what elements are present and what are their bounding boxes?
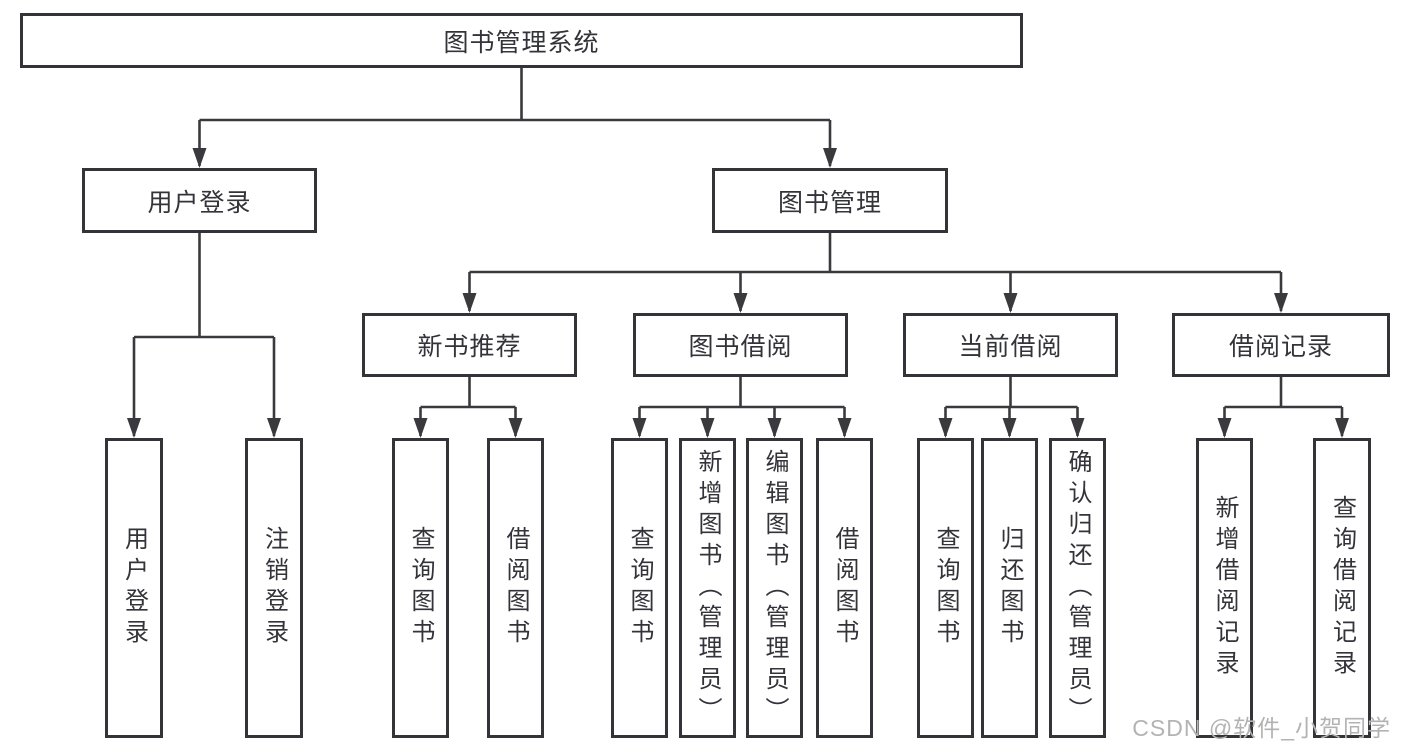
node-label: 新书推荐 — [417, 333, 522, 361]
node-label: 借阅图书 — [502, 526, 529, 650]
node-book-management: 图书管理 — [712, 168, 948, 233]
node-current-borrow: 当前借阅 — [903, 313, 1118, 377]
leaf-add-borrow-record: 新增借阅记录 — [1196, 438, 1253, 738]
leaf-confirm-return-admin: 确认归还（管理员） — [1049, 438, 1106, 738]
leaf-borrow-books: 借阅图书 — [816, 438, 873, 738]
node-label: 图书借阅 — [688, 333, 793, 361]
node-label: 图书管理系统 — [443, 28, 600, 57]
node-label: 当前借阅 — [958, 333, 1063, 361]
leaf-edit-books-admin: 编辑图书（管理员） — [746, 438, 803, 738]
node-label: 用户登录 — [120, 526, 148, 650]
node-user-login: 用户登录 — [82, 168, 317, 233]
node-label: 新增借阅记录 — [1211, 495, 1238, 681]
node-label: 新增图书（管理员） — [694, 448, 721, 728]
node-label: 查询图书 — [932, 526, 959, 650]
node-label: 注销登录 — [260, 526, 288, 650]
leaf-query-books-borrow: 查询图书 — [611, 438, 668, 738]
leaf-logout: 注销登录 — [245, 438, 303, 738]
node-library-management-system: 图书管理系统 — [20, 13, 1023, 68]
node-label: 查询借阅记录 — [1328, 495, 1356, 681]
node-label: 编辑图书（管理员） — [761, 448, 788, 728]
node-new-book-recommend: 新书推荐 — [362, 313, 577, 377]
node-label: 归还图书 — [996, 526, 1023, 650]
node-book-borrow: 图书借阅 — [633, 313, 848, 377]
csdn-watermark: CSDN @软件_小贺同学 — [1132, 715, 1391, 741]
leaf-query-books-current: 查询图书 — [917, 438, 974, 738]
leaf-query-borrow-record: 查询借阅记录 — [1313, 438, 1371, 738]
node-borrow-record: 借阅记录 — [1172, 313, 1390, 377]
node-label: 借阅记录 — [1228, 333, 1333, 361]
node-label: 图书管理 — [777, 188, 882, 217]
node-label: 查询图书 — [407, 526, 434, 650]
leaf-borrow-books-recommend: 借阅图书 — [487, 438, 544, 738]
leaf-query-books-recommend: 查询图书 — [392, 438, 449, 738]
node-label: 确认归还（管理员） — [1064, 448, 1091, 728]
leaf-add-books-admin: 新增图书（管理员） — [679, 438, 736, 738]
leaf-return-books: 归还图书 — [981, 438, 1038, 738]
node-label: 借阅图书 — [831, 526, 858, 650]
node-label: 用户登录 — [147, 188, 252, 217]
node-label: 查询图书 — [626, 526, 653, 650]
leaf-user-login: 用户登录 — [105, 438, 163, 738]
